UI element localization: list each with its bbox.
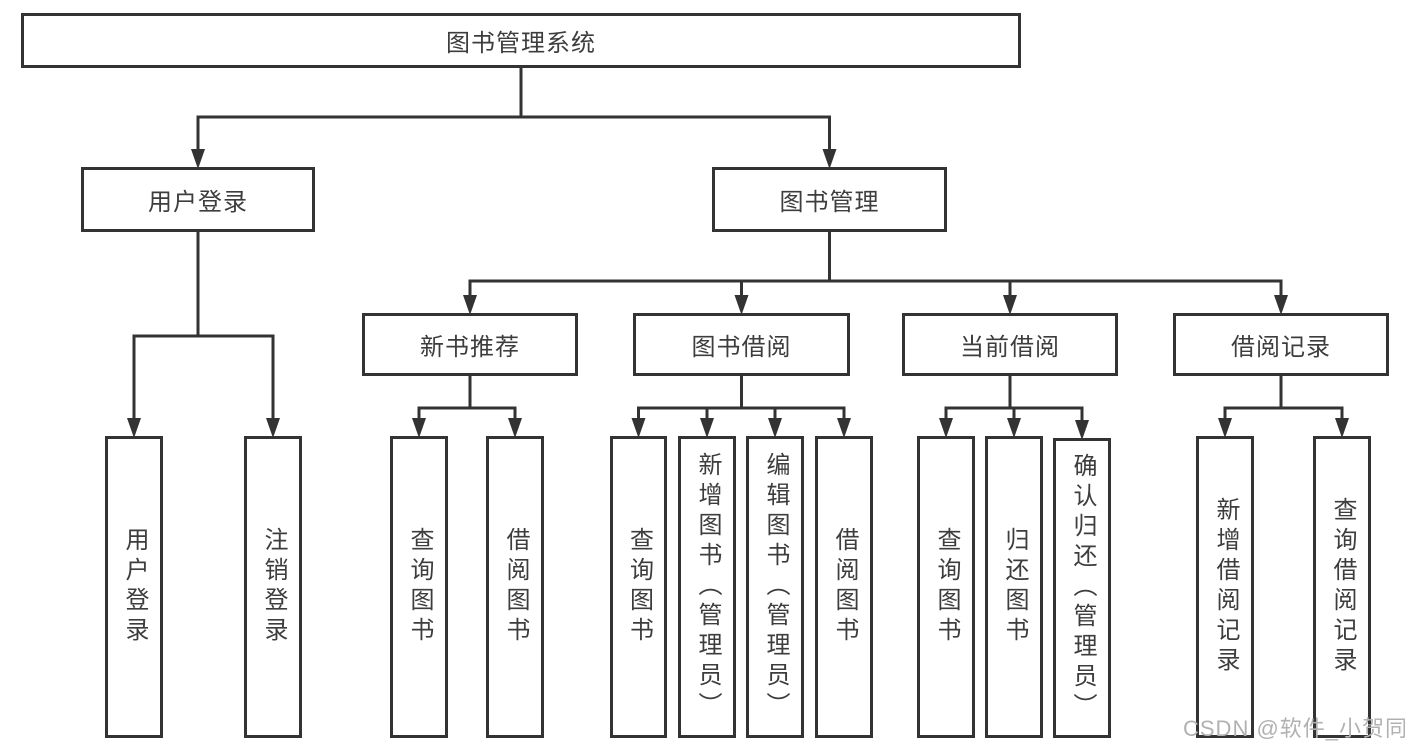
arrowhead-icon — [734, 295, 749, 315]
arrowhead-icon — [700, 418, 714, 438]
arrowhead-icon — [939, 418, 953, 438]
node-label: 新增借阅记录 — [1212, 497, 1239, 677]
node-label: 借阅图书 — [502, 527, 529, 647]
node-book-borrow: 图书借阅 — [633, 313, 850, 376]
arrowhead-icon — [1075, 420, 1089, 440]
node-br-add: 新增借阅记录 — [1196, 436, 1254, 738]
arrowhead-icon — [631, 418, 646, 438]
node-bb-edit: 编辑图书（管理员） — [746, 436, 804, 738]
node-label: 注销登录 — [260, 527, 287, 647]
node-label: 当前借阅 — [960, 334, 1060, 361]
node-label: 图书管理系统 — [446, 30, 596, 57]
node-label: 查询图书 — [933, 527, 960, 647]
arrowhead-icon — [127, 418, 141, 438]
node-br-query: 查询借阅记录 — [1313, 436, 1371, 738]
node-label: 查询图书 — [406, 527, 433, 647]
node-cb-return: 归还图书 — [985, 436, 1043, 738]
node-borrow-records: 借阅记录 — [1173, 313, 1389, 376]
node-label: 归还图书 — [1001, 527, 1028, 647]
node-label: 借阅图书 — [831, 527, 858, 647]
node-new-books: 新书推荐 — [362, 313, 578, 376]
node-cb-query: 查询图书 — [917, 436, 975, 738]
arrowhead-icon — [266, 418, 280, 438]
node-label: 用户登录 — [121, 527, 148, 647]
arrowhead-icon — [191, 149, 205, 169]
node-current-borrow: 当前借阅 — [902, 313, 1118, 376]
arrowhead-icon — [412, 418, 426, 438]
arrowhead-icon — [822, 149, 837, 169]
node-label: 图书借阅 — [691, 334, 792, 361]
node-bb-query: 查询图书 — [610, 436, 667, 738]
node-label: 借阅记录 — [1231, 334, 1331, 361]
node-label: 用户登录 — [148, 189, 248, 216]
node-root: 图书管理系统 — [21, 13, 1021, 68]
node-label: 编辑图书（管理员） — [762, 452, 789, 722]
node-label: 新增图书（管理员） — [694, 452, 721, 722]
arrowhead-icon — [463, 295, 477, 315]
node-label: 查询图书 — [625, 527, 653, 647]
node-leaf-logout: 注销登录 — [244, 436, 302, 738]
node-label: 查询借阅记录 — [1329, 497, 1356, 677]
node-leaf-user-login: 用户登录 — [105, 436, 163, 738]
arrowhead-icon — [1003, 295, 1017, 315]
arrowhead-icon — [1007, 418, 1021, 438]
node-bb-borrow: 借阅图书 — [815, 436, 873, 738]
node-label: 新书推荐 — [420, 334, 520, 361]
node-user-login: 用户登录 — [81, 167, 315, 232]
arrowhead-icon — [1274, 295, 1288, 315]
watermark: CSDN @软件_小贺同学 — [1183, 716, 1405, 741]
arrowhead-icon — [1218, 418, 1232, 438]
node-nb-borrow: 借阅图书 — [486, 436, 544, 738]
node-book-mgmt: 图书管理 — [712, 167, 947, 232]
node-label: 确认归还（管理员） — [1069, 453, 1096, 723]
arrowhead-icon — [768, 418, 782, 438]
arrowhead-icon — [837, 418, 851, 438]
node-nb-query: 查询图书 — [390, 436, 448, 738]
node-label: 图书管理 — [779, 189, 880, 216]
node-bb-add: 新增图书（管理员） — [678, 436, 736, 738]
arrowhead-icon — [508, 418, 522, 438]
node-cb-confirm: 确认归还（管理员） — [1053, 438, 1111, 738]
arrowhead-icon — [1335, 418, 1349, 438]
